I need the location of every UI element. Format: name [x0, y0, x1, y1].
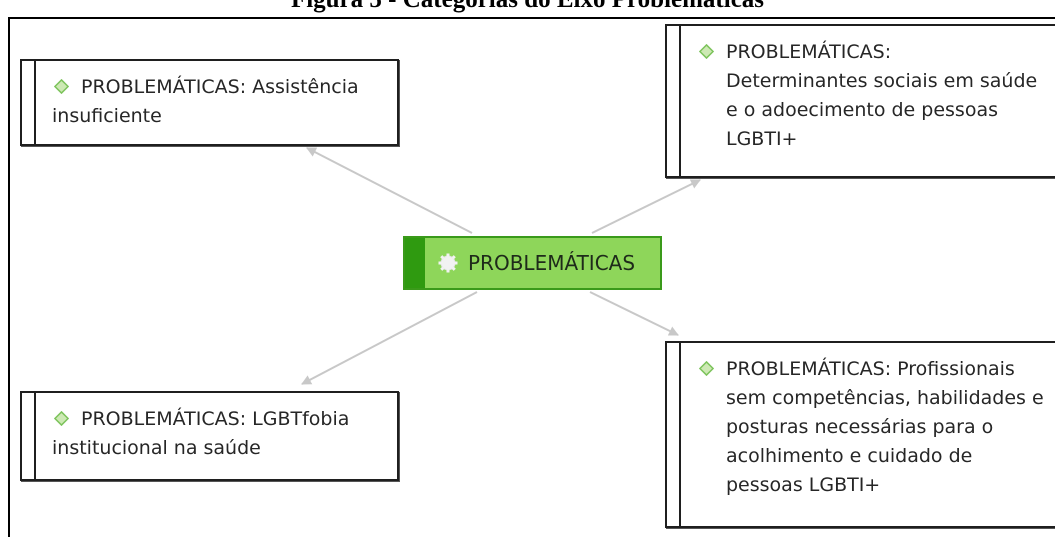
node-text-line: institucional na saúde	[52, 437, 261, 459]
center-node-label: PROBLEMÁTICAS	[468, 251, 636, 275]
gear-icon	[438, 253, 458, 273]
node-content: PROBLEMÁTICAS: Assistência insuficiente	[52, 73, 389, 131]
node-title-line: PROBLEMÁTICAS: Assistência	[81, 76, 359, 98]
diamond-icon	[54, 79, 69, 94]
connector-lgbtfobia	[301, 291, 478, 385]
node-text-line: e o adoecimento de pessoas	[726, 99, 998, 121]
node-content: PROBLEMÁTICAS: Determinantes sociais em …	[697, 38, 1050, 154]
node-line: PROBLEMÁTICAS: Profissionais	[697, 355, 1050, 384]
node-determinantes-sociais[interactable]: PROBLEMÁTICAS: Determinantes sociais em …	[665, 24, 1055, 178]
diamond-icon	[54, 411, 69, 426]
node-title-line: PROBLEMÁTICAS: Profissionais	[726, 358, 1015, 380]
connector-assistencia	[306, 147, 473, 234]
node-text-line: pessoas LGBTI+	[726, 474, 881, 496]
node-text-line: Determinantes sociais em saúde	[726, 70, 1038, 92]
center-node-accent-bar	[405, 238, 425, 288]
node-lgbtfobia-institucional[interactable]: PROBLEMÁTICAS: LGBTfobia institucional n…	[20, 391, 399, 481]
node-text-line: posturas necessárias para o	[726, 416, 994, 438]
connector-profissionais	[589, 291, 679, 336]
diamond-icon	[699, 44, 714, 59]
node-content: PROBLEMÁTICAS: LGBTfobia institucional n…	[52, 405, 389, 463]
diagram-frame	[8, 17, 1055, 537]
node-profissionais-sem-competencias[interactable]: PROBLEMÁTICAS: Profissionais sem competê…	[665, 341, 1055, 528]
node-line: PROBLEMÁTICAS: Assistência	[52, 73, 389, 102]
node-text-line: LGBTI+	[726, 128, 798, 150]
diamond-icon	[699, 361, 714, 376]
node-side-bar	[22, 393, 36, 479]
node-text-line: acolhimento e cuidado de	[726, 445, 973, 467]
node-side-bar	[22, 61, 36, 144]
node-content: PROBLEMÁTICAS: Profissionais sem competê…	[697, 355, 1050, 500]
node-title-line: PROBLEMÁTICAS: LGBTfobia	[81, 408, 350, 430]
node-text-line: sem competências, habilidades e	[726, 387, 1044, 409]
node-side-bar	[667, 26, 681, 176]
node-text-line: insuficiente	[52, 105, 162, 127]
node-side-bar	[667, 343, 681, 526]
node-assistencia-insuficiente[interactable]: PROBLEMÁTICAS: Assistência insuficiente	[20, 59, 399, 146]
node-line: PROBLEMÁTICAS: LGBTfobia	[52, 405, 389, 434]
node-title-line: PROBLEMÁTICAS:	[726, 41, 892, 63]
center-node-content: PROBLEMÁTICAS	[438, 249, 635, 277]
node-line: PROBLEMÁTICAS:	[697, 38, 1050, 67]
figure-caption: Figura 5 - Categorias do Eixo Problemáti…	[0, 0, 1055, 14]
connector-determinantes	[591, 179, 701, 234]
center-node-problematicas[interactable]: PROBLEMÁTICAS	[403, 236, 662, 290]
